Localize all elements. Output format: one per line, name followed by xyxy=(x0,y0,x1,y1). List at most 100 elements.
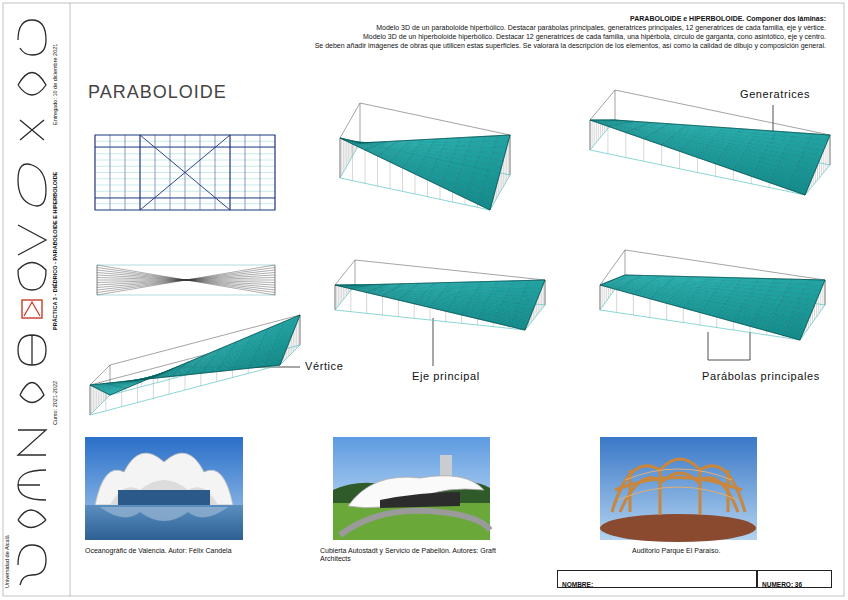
drawing-line xyxy=(493,281,513,323)
drawing-line xyxy=(501,166,502,189)
drawing-line xyxy=(666,303,667,320)
drawing-line xyxy=(20,120,44,140)
drawing-line xyxy=(625,133,626,158)
drawing-line xyxy=(95,185,275,186)
drawing-line xyxy=(335,310,525,330)
sheet-title: PARABOLOIDE xyxy=(88,82,227,104)
drawing-line xyxy=(812,310,813,323)
drawing-line xyxy=(108,388,126,395)
drawing-line xyxy=(18,225,46,255)
drawing-line xyxy=(592,120,807,190)
drawing-line xyxy=(347,285,537,301)
drawing-line xyxy=(350,289,351,312)
drawing-line xyxy=(345,139,346,169)
drawing-line xyxy=(415,174,416,194)
drawing-line xyxy=(18,20,46,585)
drawing-line xyxy=(493,323,494,327)
drawing-line xyxy=(446,282,466,311)
drawing-line xyxy=(153,378,154,398)
drawing-line xyxy=(118,490,210,505)
drawing-line xyxy=(594,120,809,185)
drawing-line xyxy=(90,315,300,415)
drawing-line xyxy=(633,294,634,315)
drawing-line xyxy=(494,284,512,287)
drawing-line xyxy=(508,141,509,178)
drawing-line xyxy=(340,138,341,178)
drawing-line xyxy=(340,178,490,210)
drawing-line xyxy=(830,135,831,165)
drawing-line xyxy=(462,282,482,315)
drawing-line xyxy=(615,478,742,491)
drawing-line xyxy=(769,183,770,188)
drawing-line xyxy=(18,545,46,585)
drawing-line xyxy=(352,144,353,181)
drawing-line xyxy=(600,285,601,310)
drawing-line xyxy=(491,153,505,160)
drawing-line xyxy=(18,20,46,55)
drawing-line xyxy=(90,385,91,415)
drawing-line xyxy=(95,197,275,198)
drawing-line xyxy=(300,315,301,345)
drawing-line xyxy=(590,120,591,150)
drawing-line xyxy=(390,162,391,189)
strip-text: Curso: 2021-2022 xyxy=(52,381,59,425)
drawing-line xyxy=(105,393,106,401)
drawing-line xyxy=(90,385,91,415)
drawing-line xyxy=(598,120,813,175)
drawing-line xyxy=(340,138,341,178)
drawing-line xyxy=(510,135,511,175)
drawing-line xyxy=(215,135,216,210)
drawing-line xyxy=(90,90,830,415)
drawing-line xyxy=(766,331,767,335)
drawing-line xyxy=(767,279,792,331)
drawing-line xyxy=(97,265,275,295)
drawing-line xyxy=(621,277,821,290)
drawing-line xyxy=(336,285,337,308)
drawing-line xyxy=(716,317,717,327)
drawing-line xyxy=(817,165,818,180)
drawing-line xyxy=(338,285,339,306)
drawing-line xyxy=(355,260,545,280)
callout-label: Vértice xyxy=(305,360,343,373)
drawing-line xyxy=(100,340,290,390)
drawing-line xyxy=(97,265,275,295)
drawing-line xyxy=(607,120,822,155)
drawing-line xyxy=(18,263,46,291)
drawing-line xyxy=(201,348,221,373)
drawing-line xyxy=(613,280,813,310)
drawing-line xyxy=(340,143,360,178)
drawing-line xyxy=(733,322,734,330)
drawing-line xyxy=(538,297,539,314)
drawing-line xyxy=(463,284,481,287)
drawing-line xyxy=(607,126,608,154)
drawing-line xyxy=(382,296,383,315)
drawing-line xyxy=(357,142,507,147)
drawing-line xyxy=(140,135,230,210)
drawing-line xyxy=(296,323,297,348)
title-block-cell: NOMBRE: xyxy=(557,570,757,588)
drawing-line xyxy=(506,148,507,181)
drawing-line xyxy=(96,388,97,408)
drawing-line xyxy=(821,155,822,175)
drawing-line xyxy=(602,284,603,307)
drawing-line xyxy=(679,151,680,169)
drawing-line xyxy=(95,191,275,192)
drawing-line xyxy=(340,285,341,304)
drawing-line xyxy=(430,308,431,321)
drawing-line xyxy=(85,437,243,540)
drawing-line xyxy=(200,373,201,386)
drawing-line xyxy=(103,392,104,402)
drawing-line xyxy=(140,135,141,210)
drawing-line xyxy=(248,328,268,368)
drawing-line xyxy=(510,135,511,175)
drawing-line xyxy=(346,140,347,167)
drawing-line xyxy=(264,322,284,367)
drawing-line xyxy=(341,285,342,302)
drawing-line xyxy=(248,368,249,373)
drawing-line xyxy=(245,135,246,210)
callout-label: Eje principal xyxy=(412,370,480,383)
drawing-line xyxy=(97,265,98,295)
drawing-line xyxy=(90,395,110,415)
drawing-line xyxy=(700,313,701,326)
title-block-text: NOMBRE: xyxy=(562,581,593,588)
